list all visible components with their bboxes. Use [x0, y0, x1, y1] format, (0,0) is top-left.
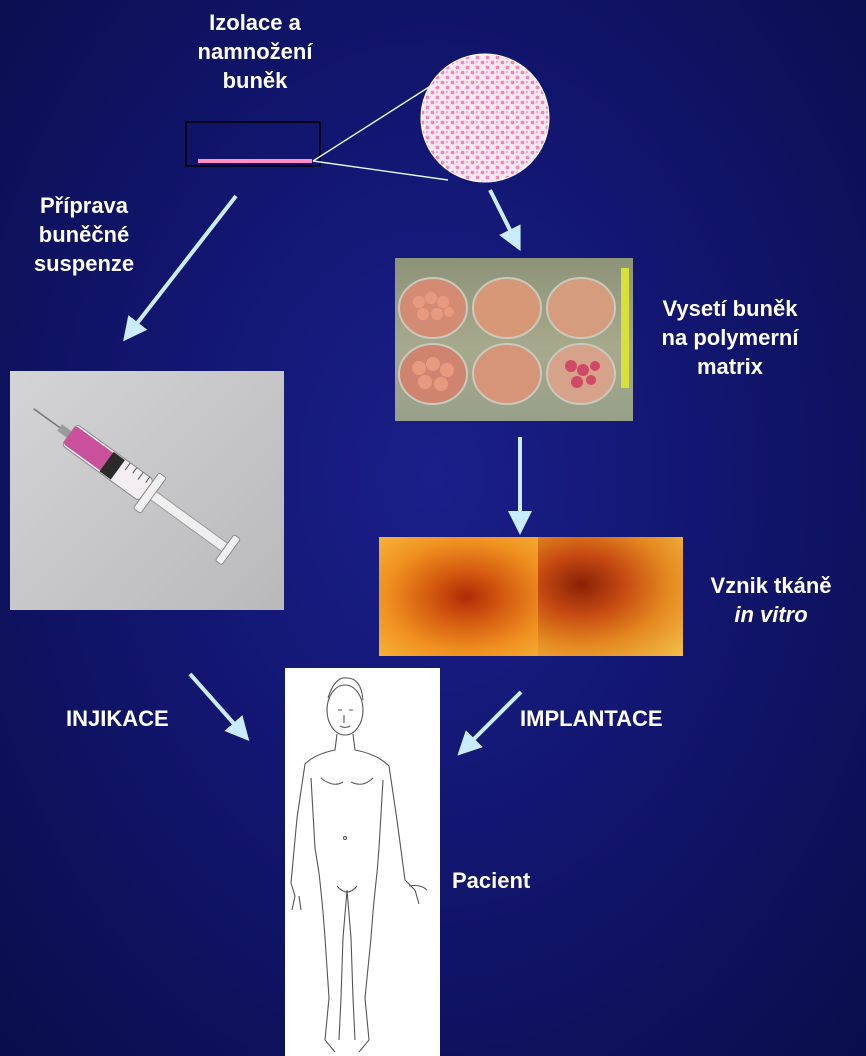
arrow-injection [190, 674, 244, 735]
syringe-icon [10, 371, 284, 610]
syringe-photo [10, 371, 284, 610]
wellplate-photo [395, 258, 633, 421]
arrow-to-wellplate [490, 190, 517, 244]
patient-figure [285, 668, 440, 1056]
tissue-photo-left [379, 537, 538, 656]
arrow-implantation [463, 692, 521, 750]
magnify-line-bottom [313, 161, 448, 180]
magnified-cells [421, 54, 549, 182]
wellplate-icon [395, 258, 633, 421]
tissue-photo [379, 537, 683, 656]
human-body-icon [285, 668, 440, 1056]
arrow-to-syringe [128, 196, 236, 335]
tissue-photo-right [538, 537, 683, 656]
culture-dish [186, 122, 320, 166]
